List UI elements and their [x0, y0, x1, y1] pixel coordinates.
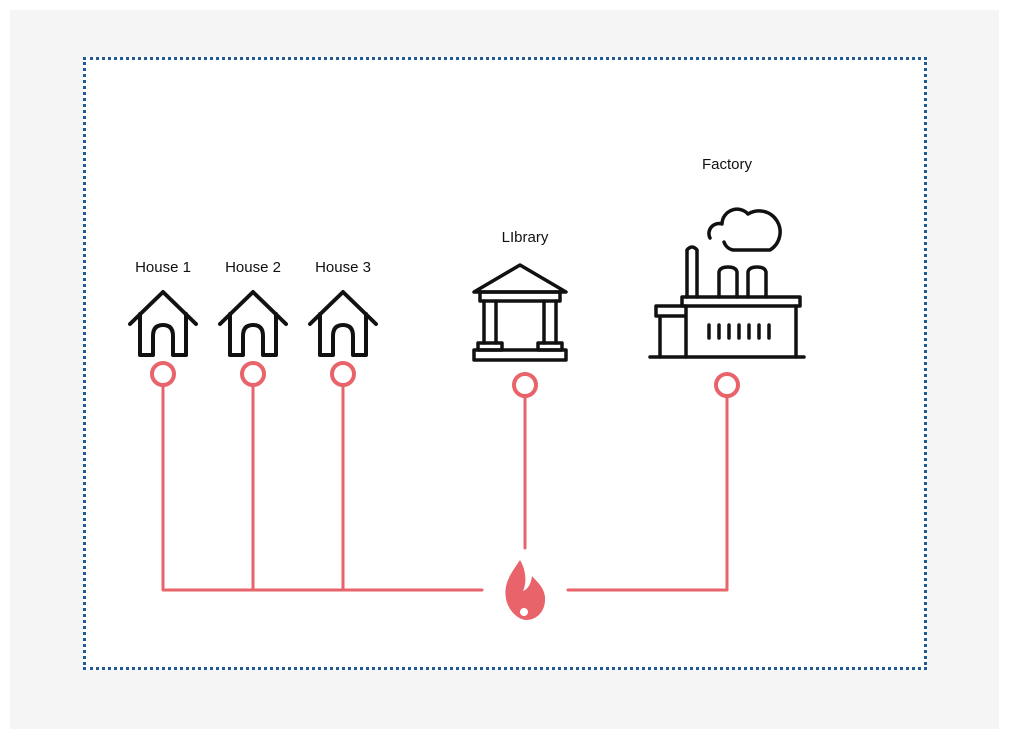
pipe-factory — [566, 396, 729, 592]
pipe-network — [161, 384, 729, 592]
pipe-house1 — [161, 384, 484, 592]
factory-label: Factory — [701, 156, 753, 173]
house1-label: House 1 — [135, 259, 191, 276]
connector-house3 — [330, 361, 356, 387]
library-icon — [472, 263, 568, 362]
flame-icon — [505, 560, 546, 620]
connector-house2 — [240, 361, 266, 387]
house-icon — [308, 290, 378, 357]
diagram-frame — [83, 57, 927, 670]
factory-icon — [648, 207, 806, 359]
house2-label: House 2 — [225, 259, 281, 276]
house3-label: House 3 — [315, 259, 371, 276]
house-icon — [128, 290, 198, 357]
house-icon — [218, 290, 288, 357]
connector-library — [512, 372, 538, 398]
library-label: LIbrary — [501, 229, 549, 246]
connector-house1 — [150, 361, 176, 387]
connector-factory — [714, 372, 740, 398]
